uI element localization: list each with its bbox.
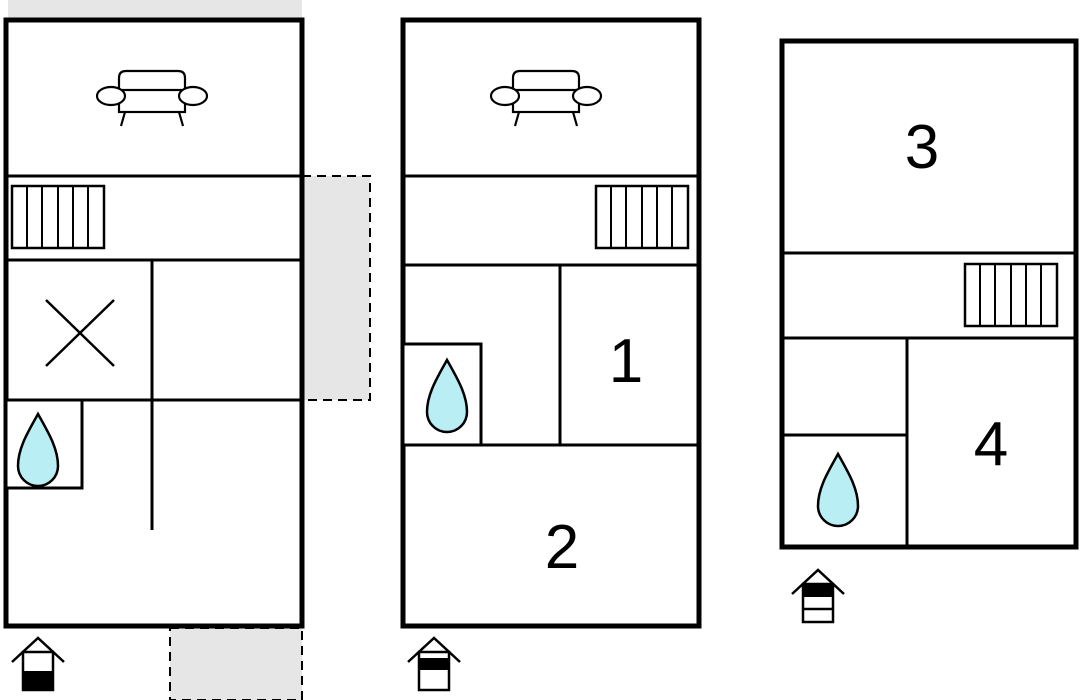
outdoor-area-top [8, 0, 302, 18]
room-number-2: 2 [545, 513, 579, 582]
stairs-icon [594, 184, 690, 250]
floor-ground-outline [3, 17, 305, 629]
room-number-1: 1 [609, 327, 643, 396]
floor-level-icon [790, 568, 846, 624]
stairs-icon [10, 184, 106, 250]
stairs-icon [963, 262, 1059, 328]
floor-first: 1 2 [400, 17, 702, 692]
floor-ground [3, 0, 371, 700]
floor-first-outline [400, 17, 702, 629]
floor-level-icon [406, 636, 462, 692]
room-number-3: 3 [905, 113, 939, 182]
outdoor-area-bottom [169, 627, 303, 700]
kitchen-cross-icon [45, 299, 115, 367]
floor-level-icon [10, 636, 66, 692]
floor-second: 3 4 [779, 38, 1079, 624]
room-number-4: 4 [974, 410, 1008, 479]
terrace-area [301, 175, 371, 401]
